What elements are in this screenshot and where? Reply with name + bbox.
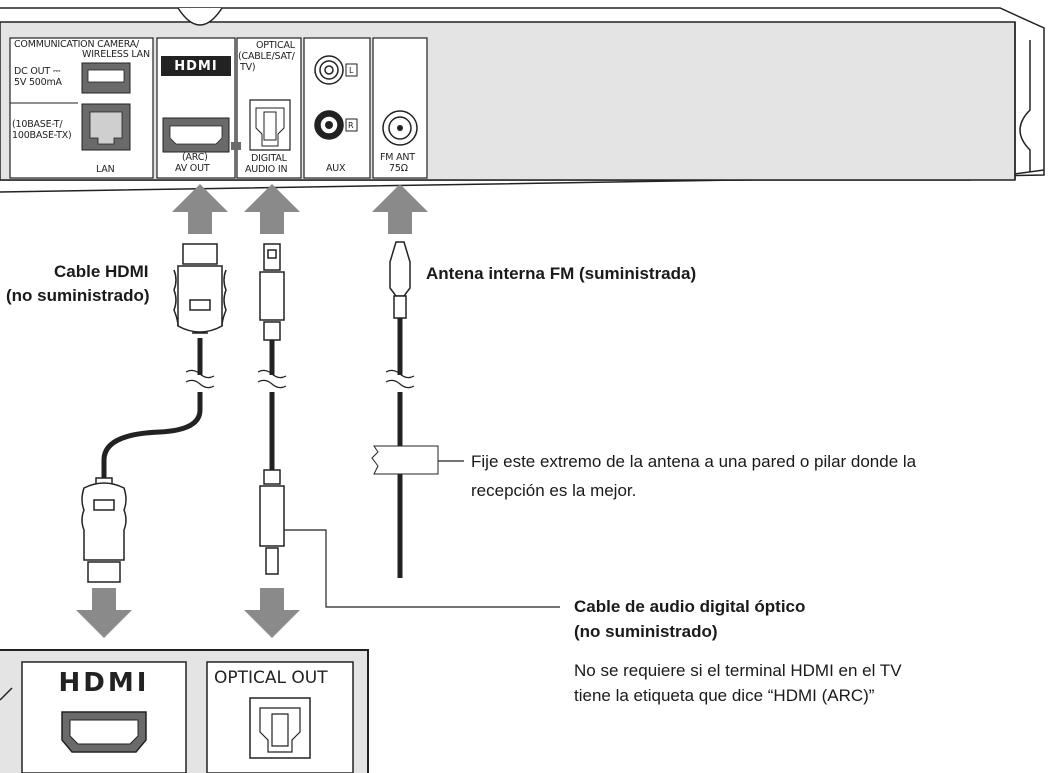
optical-down-arrow: [244, 588, 300, 638]
lan-label: LAN: [96, 164, 115, 175]
comm-label-line2: WIRELESS LAN: [82, 49, 150, 60]
digital-label-line2: AUDIO IN: [245, 164, 288, 175]
comm-label-line1: COMMUNICATION CAMERA/: [14, 39, 140, 50]
unit-rear-panel: [0, 7, 1045, 193]
dc-out-label-line1: DC OUT ⎓: [14, 66, 61, 77]
fm-ant-label: FM ANT: [380, 152, 415, 163]
hdmi-up-arrow: [172, 184, 228, 234]
hdmi-cable-note: (no suministrado): [6, 286, 150, 305]
tv-hdmi-logo: HDMI: [58, 668, 150, 698]
fm-impedance-label: 75Ω: [389, 163, 408, 174]
fm-port-box: [372, 37, 428, 179]
hdmi-cable: [81, 243, 227, 583]
digital-label-line1: DIGITAL: [251, 153, 287, 164]
optical-label-line2: (CABLE/SAT/: [238, 51, 295, 62]
optical-cable-note: (no suministrado): [574, 622, 718, 641]
optical-label-line3: TV): [240, 62, 256, 73]
lan-spec-line2: 100BASE-TX): [12, 130, 72, 141]
hdmi-logo: HDMI: [161, 57, 231, 76]
fix-note-line1: Fije este extremo de la antena a una par…: [471, 452, 917, 471]
tv-optical-out-label: OPTICAL OUT: [214, 668, 328, 688]
down-arrows: [76, 588, 300, 638]
hdmi-down-arrow: [76, 588, 132, 638]
fm-up-arrow: [372, 184, 428, 234]
fm-antenna-wire: [371, 241, 464, 578]
fm-antenna-label: Antena interna FM (suministrada): [426, 264, 697, 283]
aux-left-label: L: [349, 66, 354, 75]
optical-cable: [257, 243, 560, 608]
dc-out-label-line2: 5V 500mA: [14, 77, 62, 88]
up-arrows: [172, 184, 428, 234]
fix-note-line2: recepción es la mejor.: [471, 481, 637, 500]
optical-cable-label: Cable de audio digital óptico: [574, 597, 806, 616]
aux-right-label: R: [348, 121, 354, 130]
tv-rear-panel: [0, 649, 369, 773]
hdmi-cable-label: Cable HDMI: [54, 262, 149, 281]
av-out-label: AV OUT: [175, 163, 210, 174]
arc-note-line1: No se requiere si el terminal HDMI en el…: [574, 661, 902, 680]
optical-up-arrow: [244, 184, 300, 234]
arc-label: (ARC): [182, 152, 208, 163]
arc-note-line2: tiene la etiqueta que dice “HDMI (ARC)”: [574, 686, 875, 705]
optical-label-line1: OPTICAL: [256, 40, 295, 51]
lan-spec-line1: (10BASE-T/: [12, 119, 63, 130]
aux-label: AUX: [326, 163, 346, 174]
